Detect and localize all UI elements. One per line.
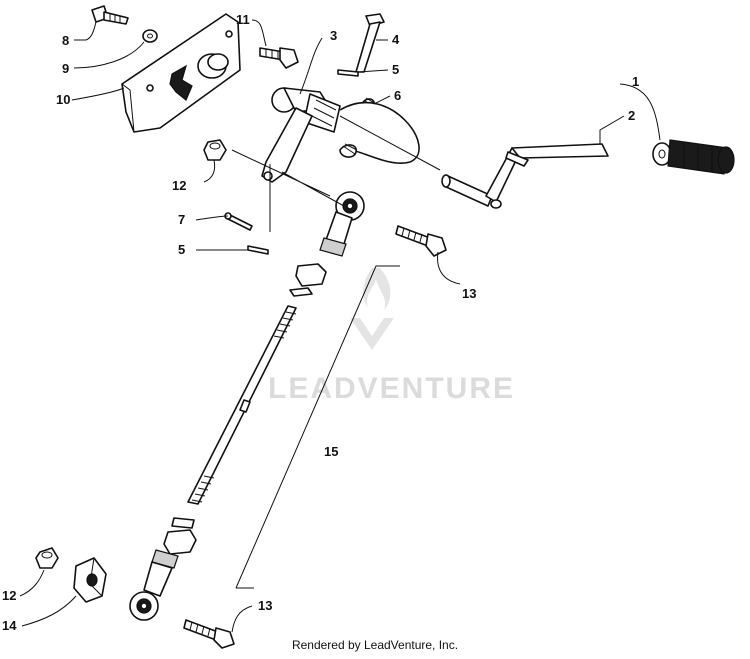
watermark-text: LEADVENTURE (268, 372, 515, 405)
callout-4: 4 (392, 32, 400, 47)
bracket-plate (121, 13, 241, 133)
handle-grip-1 (652, 139, 735, 175)
callout-8: 8 (62, 33, 69, 48)
callout-9: 9 (62, 61, 69, 76)
callout-1: 1 (632, 74, 639, 89)
callout-7: 7 (178, 212, 185, 227)
callout-2: 2 (628, 108, 635, 123)
callout-12-lower: 12 (2, 588, 16, 603)
handle-rod-2 (441, 143, 609, 209)
leadventure-watermark: LEADVENTURE (268, 268, 515, 405)
pin-5-lower (247, 245, 269, 255)
callout-13-lower: 13 (258, 598, 272, 613)
nut-block-14 (73, 557, 107, 603)
callouts: 1 2 3 4 5 5 6 7 8 9 10 11 12 12 13 13 14… (2, 12, 639, 633)
cap-12-lower (35, 547, 59, 569)
callout-14: 14 (2, 618, 17, 633)
callout-6: 6 (394, 88, 401, 103)
cotter-pin-7 (224, 212, 253, 231)
leader-lines (19, 19, 661, 633)
jam-nut-upper (289, 263, 327, 297)
bolt-13-upper (395, 225, 447, 257)
callout-12-upper: 12 (172, 178, 186, 193)
chevron-logo-icon (350, 318, 394, 350)
threaded-rod-15 (187, 305, 297, 505)
flame-logo-icon (363, 268, 391, 310)
callout-5-upper: 5 (392, 62, 399, 77)
callout-10: 10 (56, 92, 70, 107)
callout-15: 15 (324, 444, 338, 459)
washer-9 (142, 29, 158, 43)
cotter-pin-5-upper (337, 69, 359, 77)
cap-12-upper (203, 139, 227, 161)
rod-end-lower (129, 549, 179, 621)
callout-3: 3 (330, 28, 337, 43)
callout-13-upper: 13 (462, 286, 476, 301)
bolt-8 (91, 5, 129, 25)
clevis-pin-4 (355, 13, 385, 73)
bolt-11 (259, 47, 299, 69)
jam-nut-lower (163, 517, 197, 555)
bolt-13-lower (183, 619, 235, 649)
rod-end-upper (319, 191, 365, 257)
callout-11: 11 (236, 12, 250, 27)
footer-credit: Rendered by LeadVenture, Inc. (291, 638, 459, 652)
callout-5-lower: 5 (178, 242, 185, 257)
pivot-arm-3 (261, 87, 420, 183)
